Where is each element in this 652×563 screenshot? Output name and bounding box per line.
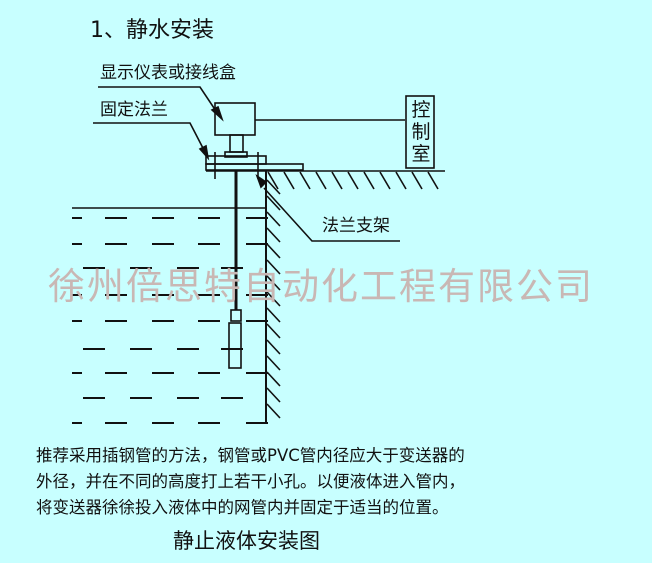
hatch-line	[266, 243, 281, 259]
arrowhead	[210, 105, 224, 122]
hatch-line	[266, 403, 281, 419]
bracket-leader	[263, 187, 400, 242]
figure-caption: 静止液体安装图	[173, 529, 320, 553]
water-dashes	[72, 217, 268, 424]
hatch-line	[266, 371, 281, 387]
arrowhead	[255, 173, 268, 189]
hatch-line	[267, 171, 279, 190]
control-room-label: 控制室	[411, 99, 431, 165]
control-room	[405, 95, 435, 169]
hatch-line	[266, 339, 281, 355]
probe-cap	[230, 309, 242, 322]
hatch-line	[266, 195, 281, 211]
hatch-line	[266, 179, 281, 195]
hatch-line	[266, 227, 281, 243]
hatch-line	[266, 323, 281, 339]
hatch-line	[395, 171, 407, 190]
arrowhead	[198, 144, 210, 161]
display-box-leader	[98, 86, 219, 115]
hatch-line	[266, 355, 281, 371]
pressure-probe	[228, 322, 242, 369]
stem	[229, 134, 244, 153]
bracket-plate	[205, 163, 304, 171]
flange-bracket-label: 法兰支架	[322, 216, 390, 236]
hatch-line	[266, 275, 281, 291]
hatch-line	[379, 171, 391, 190]
hatch-line	[266, 211, 281, 227]
hatch-line	[347, 171, 359, 190]
hatch-line	[266, 291, 281, 307]
hatch-line	[411, 171, 423, 190]
fixed-flange-label: 固定法兰	[100, 100, 168, 120]
flange-leader	[93, 122, 206, 153]
ground-hatch	[266, 171, 439, 419]
hatch-line	[266, 259, 281, 275]
hatch-line	[315, 171, 327, 190]
hatch-line	[363, 171, 375, 190]
section-title: 1、静水安装	[90, 18, 214, 43]
display-box-label: 显示仪表或接线盒	[100, 63, 236, 83]
hatch-line	[283, 171, 295, 190]
hatch-line	[427, 171, 439, 190]
nut	[224, 151, 248, 158]
hatch-line	[331, 171, 343, 190]
watermark: 徐州倍思特自动化工程有限公司	[48, 265, 594, 308]
description-text: 推荐采用插钢管的方法，钢管或PVC管内径应大于变送器的外径，并在不同的高度打上若…	[36, 446, 465, 517]
hatch-line	[266, 387, 281, 403]
hatch-line	[299, 171, 311, 190]
hatch-line	[266, 307, 281, 323]
